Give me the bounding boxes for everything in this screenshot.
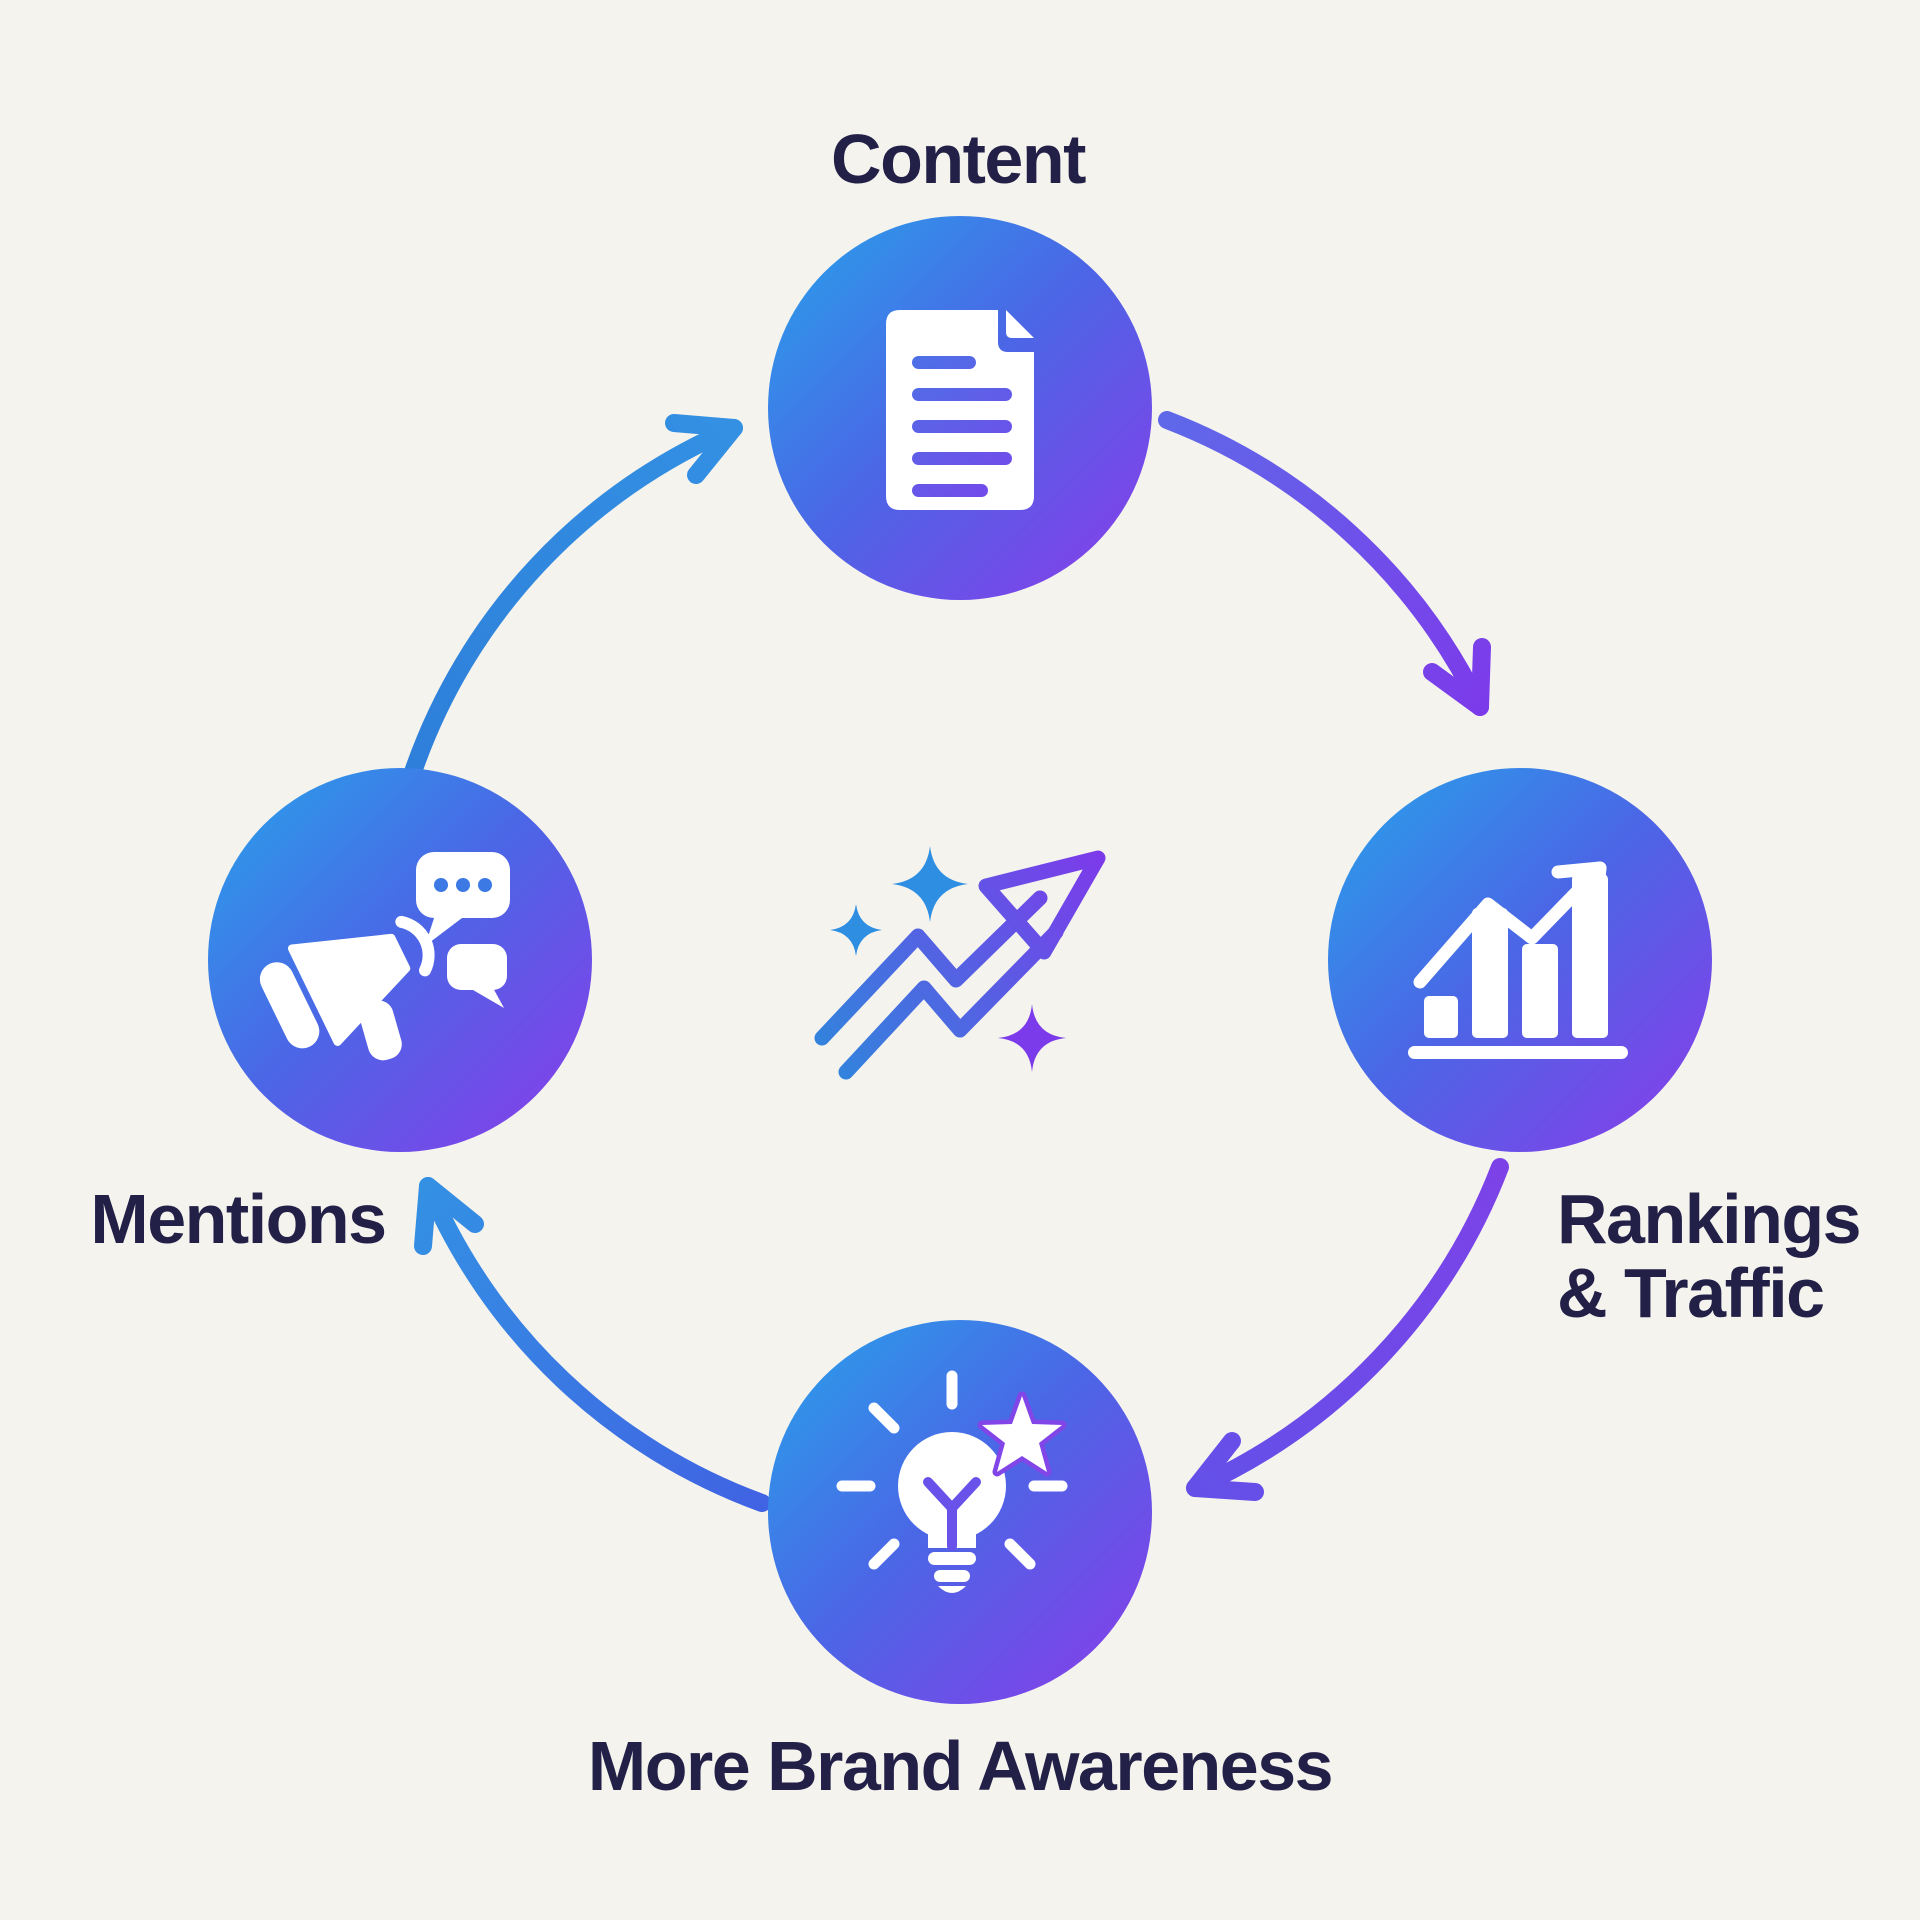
label-rankings-traffic: Rankings & Traffic [1557,1180,1862,1332]
star-icon [977,1391,1067,1477]
bar-chart-growth-icon [1408,861,1628,1059]
label-mentions: Mentions [90,1180,387,1258]
lightbulb-star-icon [836,1370,1068,1593]
document-icon [886,310,1034,510]
sparkle-icon [830,904,882,956]
arrowhead-icon [414,1177,484,1255]
label-content: Content [831,120,1086,198]
megaphone-chat-icon [259,852,510,1061]
arrowhead-icon [978,850,1106,960]
arrow-content-to-rankings [1158,411,1491,716]
arrowhead-icon [1186,1432,1264,1501]
arrowhead-icon [665,414,743,484]
light-rays [836,1370,1068,1570]
cycle-arrows [404,411,1509,1512]
sparkle-icon [998,1004,1066,1072]
arrowhead-icon [1551,861,1607,917]
label-more-brand-awareness: More Brand Awareness [587,1727,1334,1805]
node-rankings-circle [1328,768,1712,1152]
arrow-rankings-to-brand [1186,1158,1509,1501]
megaphone-icon [259,915,435,1061]
sparkle-icon [892,846,968,922]
arrowhead-icon [1423,638,1491,716]
rising-trend-sparkles-icon [814,846,1106,1080]
arrow-brand-to-mentions [414,1177,771,1512]
filament [923,1477,981,1551]
chat-dots [434,878,492,892]
arrow-mentions-to-content [404,414,743,781]
sparkle-icons [830,846,1066,1072]
